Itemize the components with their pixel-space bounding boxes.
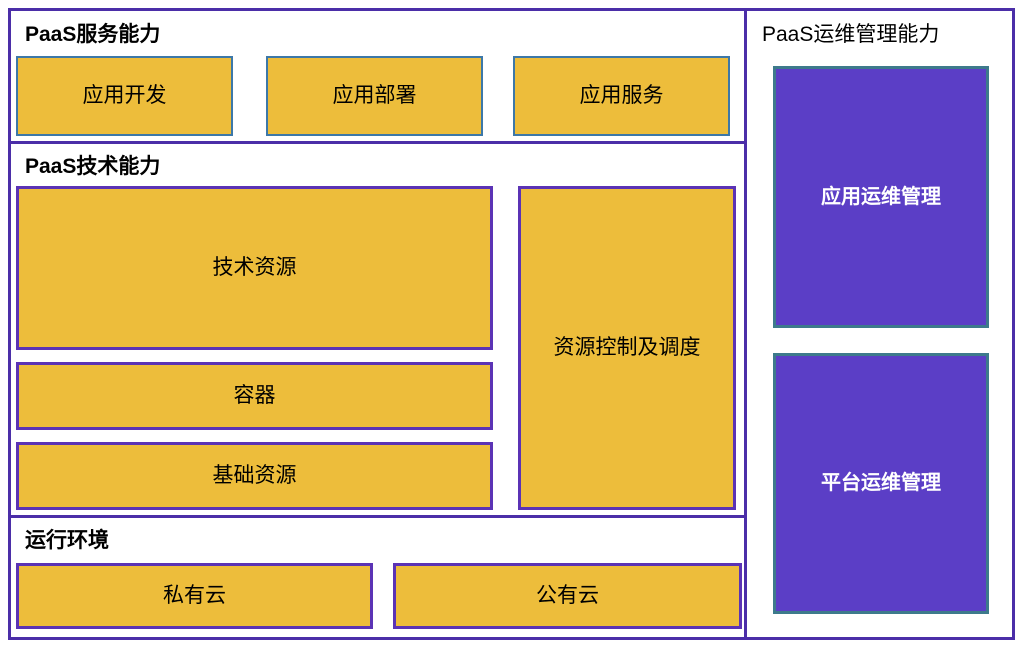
box-resource-control-and-scheduling[interactable]: 资源控制及调度: [518, 186, 736, 510]
box-label-app-development: 应用开发: [82, 83, 167, 107]
box-private-cloud[interactable]: 私有云: [16, 563, 373, 629]
panel-title-paas-ops-management-capability: PaaS运维管理能力: [762, 23, 940, 46]
box-application-ops-management[interactable]: 应用运维管理: [773, 66, 989, 328]
box-basic-resources[interactable]: 基础资源: [16, 442, 493, 510]
box-label-app-service: 应用服务: [579, 83, 664, 107]
box-label-platform-ops-management: 平台运维管理: [821, 472, 941, 494]
box-label-resource-control-and-scheduling: 资源控制及调度: [553, 335, 701, 359]
box-platform-ops-management[interactable]: 平台运维管理: [773, 353, 989, 614]
box-label-app-deployment: 应用部署: [332, 83, 417, 107]
box-app-development[interactable]: 应用开发: [16, 56, 233, 136]
box-label-basic-resources: 基础资源: [212, 463, 297, 487]
section-divider-tech-runtime: [8, 515, 747, 518]
section-title-paas-technical-capability: PaaS技术能力: [25, 155, 161, 178]
box-label-technical-resources: 技术资源: [212, 255, 297, 279]
panel-vertical-divider: [744, 8, 747, 640]
box-technical-resources[interactable]: 技术资源: [16, 186, 493, 350]
box-app-deployment[interactable]: 应用部署: [266, 56, 483, 136]
box-label-private-cloud: 私有云: [163, 583, 226, 607]
box-public-cloud[interactable]: 公有云: [393, 563, 742, 629]
box-label-container: 容器: [233, 383, 276, 407]
section-title-runtime-environment: 运行环境: [25, 529, 109, 552]
box-label-application-ops-management: 应用运维管理: [821, 185, 941, 208]
section-divider-service-tech: [8, 141, 747, 144]
box-app-service[interactable]: 应用服务: [513, 56, 730, 136]
box-container[interactable]: 容器: [16, 362, 493, 430]
section-title-paas-service-capability: PaaS服务能力: [25, 23, 161, 46]
box-label-public-cloud: 公有云: [536, 583, 599, 607]
